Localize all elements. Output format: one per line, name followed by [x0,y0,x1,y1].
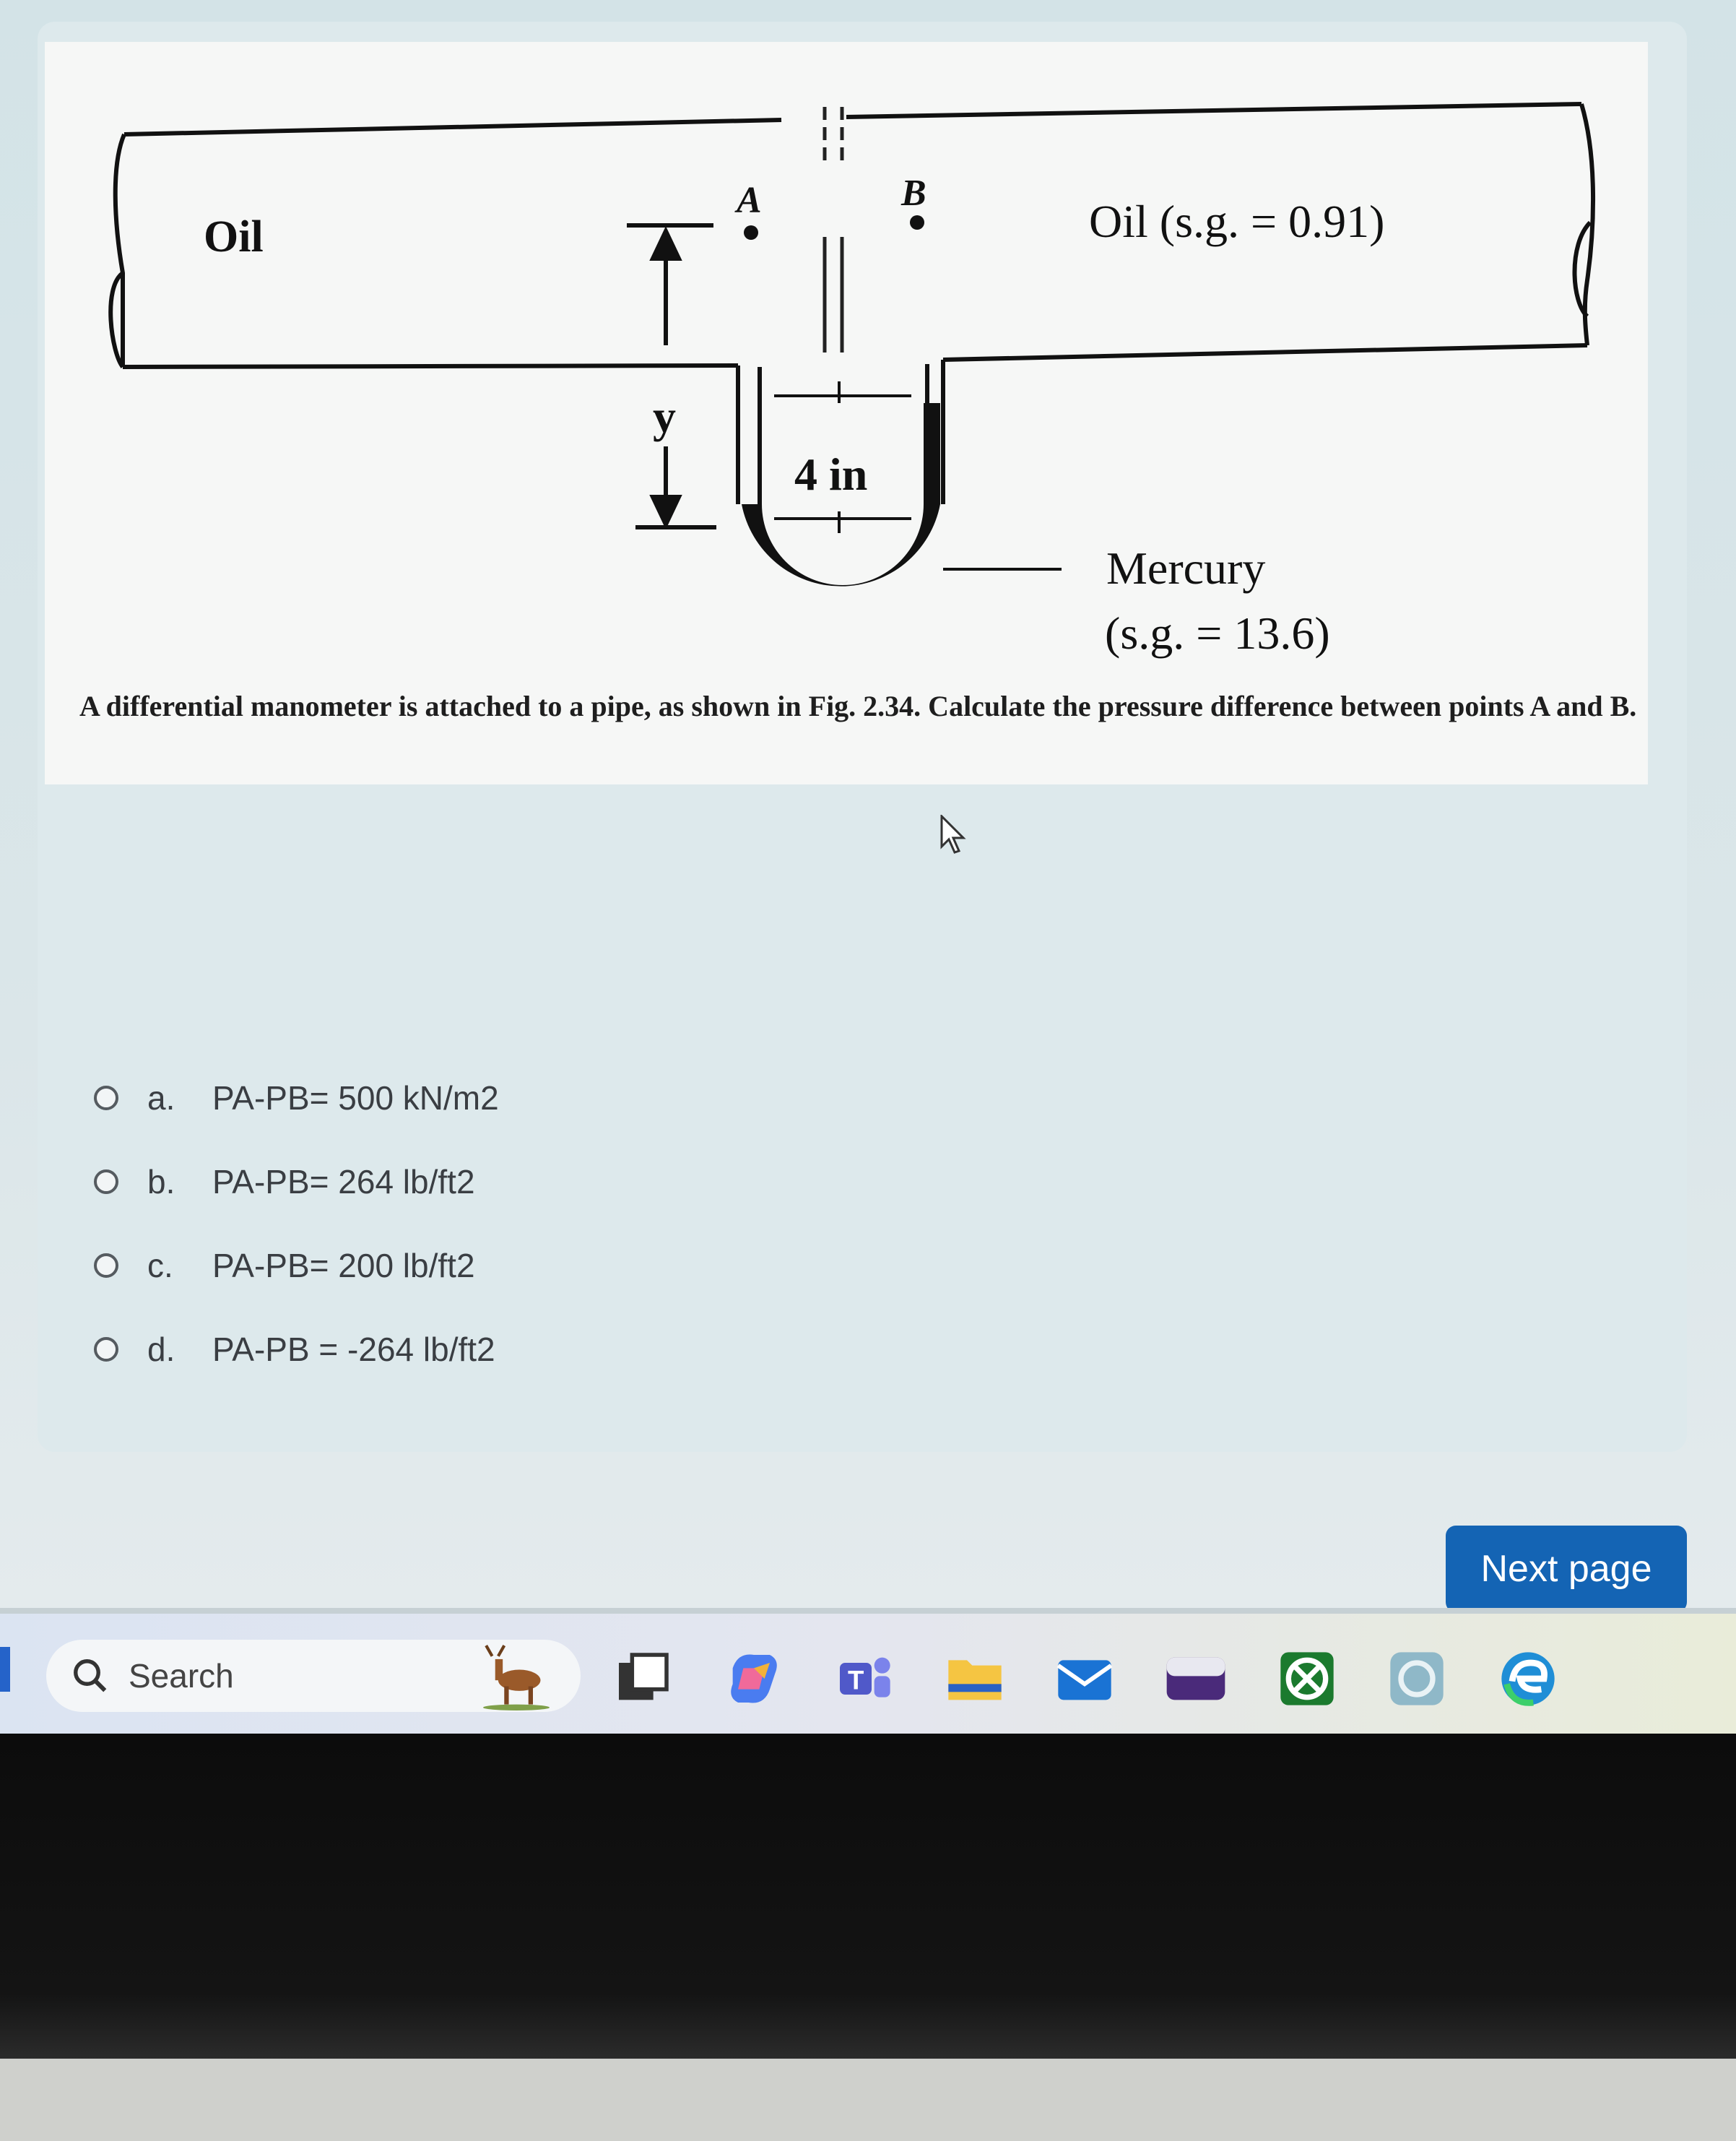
copilot-icon[interactable] [722,1647,786,1710]
question-text: A differential manometer is attached to … [79,690,1637,722]
y-dimension [627,223,716,530]
manometer-figure: Oil Oil (s.g. = 0.91) A B y 4 in Mercury… [108,102,1596,659]
pipe [108,102,1596,369]
desk-surface [0,2059,1736,2141]
right-oil-label: Oil (s.g. = 0.91) [1089,196,1384,247]
task-view-icon[interactable] [611,1647,674,1710]
monitor-bezel [0,1734,1736,2059]
radio-button[interactable] [94,1086,118,1110]
answer-options: a. PA-PB= 500 kN/m2 b. PA-PB= 264 lb/ft2… [94,1076,499,1411]
point-a-label: A [734,180,762,221]
option-a[interactable]: a. PA-PB= 500 kN/m2 [94,1076,499,1120]
mouse-cursor-icon [940,815,966,854]
radio-button[interactable] [94,1169,118,1194]
option-text: PA-PB= 500 kN/m2 [212,1079,499,1117]
option-c[interactable]: c. PA-PB= 200 lb/ft2 [94,1244,499,1287]
edge-icon[interactable] [1496,1647,1560,1710]
centerline [823,107,844,352]
point-b-label: B [900,173,926,214]
option-text: PA-PB= 200 lb/ft2 [212,1247,475,1284]
deer-icon [483,1645,550,1710]
xbox-icon[interactable] [1275,1647,1339,1710]
option-b[interactable]: b. PA-PB= 264 lb/ft2 [94,1160,499,1203]
y-dimension-label: y [653,391,676,442]
left-oil-label: Oil [204,212,264,261]
screen: Oil Oil (s.g. = 0.91) A B y 4 in Mercury… [0,0,1736,1734]
option-letter: c. [147,1247,173,1284]
figure-panel: Oil Oil (s.g. = 0.91) A B y 4 in Mercury… [45,42,1648,784]
mail-icon[interactable] [1053,1647,1116,1710]
reading-label: 4 in [794,449,867,500]
teams-icon[interactable]: T [832,1647,895,1710]
taskbar: Search T [0,1614,1736,1734]
option-text: PA-PB= 264 lb/ft2 [212,1163,475,1201]
point-a-dot [744,225,758,240]
mercury-label: Mercury [1106,542,1265,594]
bein-connect-icon[interactable] [1164,1647,1228,1710]
option-letter: d. [147,1331,175,1368]
divider [0,1608,1736,1614]
app-icon[interactable] [1385,1647,1449,1710]
option-letter: a. [147,1079,175,1117]
radio-button[interactable] [94,1337,118,1362]
point-b-dot [910,215,924,230]
reading-dimension [774,381,911,533]
next-page-button[interactable]: Next page [1446,1526,1687,1612]
taskbar-search-box[interactable]: Search [46,1640,581,1712]
search-icon [74,1659,107,1692]
radio-button[interactable] [94,1253,118,1278]
option-d[interactable]: d. PA-PB = -264 lb/ft2 [94,1328,499,1371]
svg-text:T: T [848,1666,864,1695]
option-text: PA-PB = -264 lb/ft2 [212,1331,495,1368]
mercury-sg-label: (s.g. = 13.6) [1105,607,1330,659]
search-placeholder: Search [129,1657,234,1695]
start-button-edge[interactable] [0,1647,10,1692]
file-explorer-icon[interactable] [943,1647,1007,1710]
option-letter: b. [147,1163,175,1201]
